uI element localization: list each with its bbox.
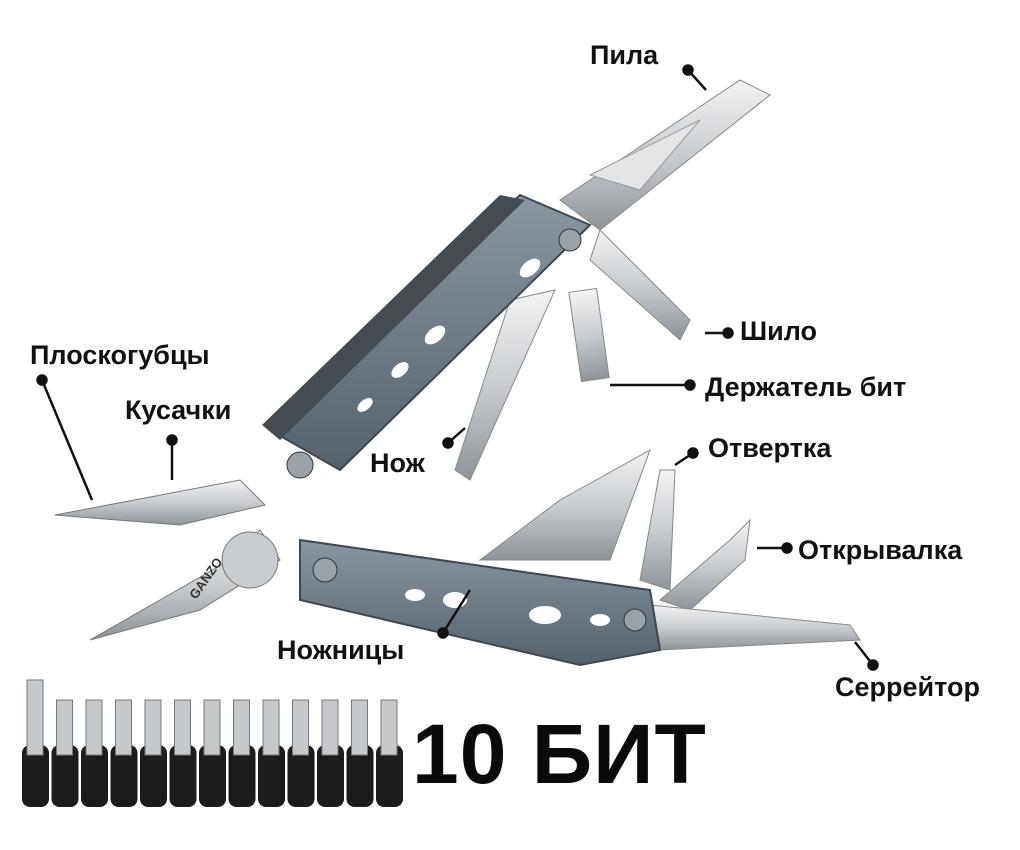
bit-set — [22, 679, 403, 807]
label-screwdriver: Отвертка — [708, 433, 832, 463]
knife-blade — [454, 289, 556, 481]
label-awl: Шило — [740, 316, 818, 346]
label-pliers: Плоскогубцы — [30, 340, 210, 370]
label-serrator: Серрейтор — [835, 672, 980, 702]
bit — [346, 699, 374, 807]
bit — [317, 699, 344, 807]
bottle-opener — [659, 518, 751, 611]
awl — [589, 229, 691, 341]
serrated-blade — [649, 604, 861, 651]
bit — [169, 699, 197, 807]
label-saw: Пила — [590, 40, 659, 70]
bit — [287, 699, 315, 807]
bit — [51, 699, 79, 807]
bit — [258, 699, 285, 807]
bit — [228, 699, 256, 807]
label-bit-holder: Держатель бит — [705, 372, 907, 402]
bit — [81, 699, 108, 807]
label-scissors: Ножницы — [277, 635, 405, 665]
bits-caption: 10 БИТ — [412, 707, 707, 801]
upper-knife — [588, 119, 701, 191]
bit — [140, 699, 167, 807]
bit-adapter — [22, 679, 49, 807]
handle-holes — [357, 258, 541, 412]
bit — [110, 699, 138, 807]
leader-lines — [36, 64, 879, 671]
bit — [376, 699, 403, 807]
bit — [199, 699, 226, 807]
pliers-jaw-upper — [54, 479, 266, 526]
scissors — [478, 448, 651, 561]
screwdriver — [639, 469, 676, 591]
label-cutters: Кусачки — [125, 395, 232, 425]
upper-handle-grip — [262, 195, 525, 440]
label-knife: Нож — [370, 448, 425, 478]
lower-handle — [299, 538, 662, 667]
bit-holder — [568, 287, 610, 383]
label-opener: Открывалка — [798, 535, 963, 565]
